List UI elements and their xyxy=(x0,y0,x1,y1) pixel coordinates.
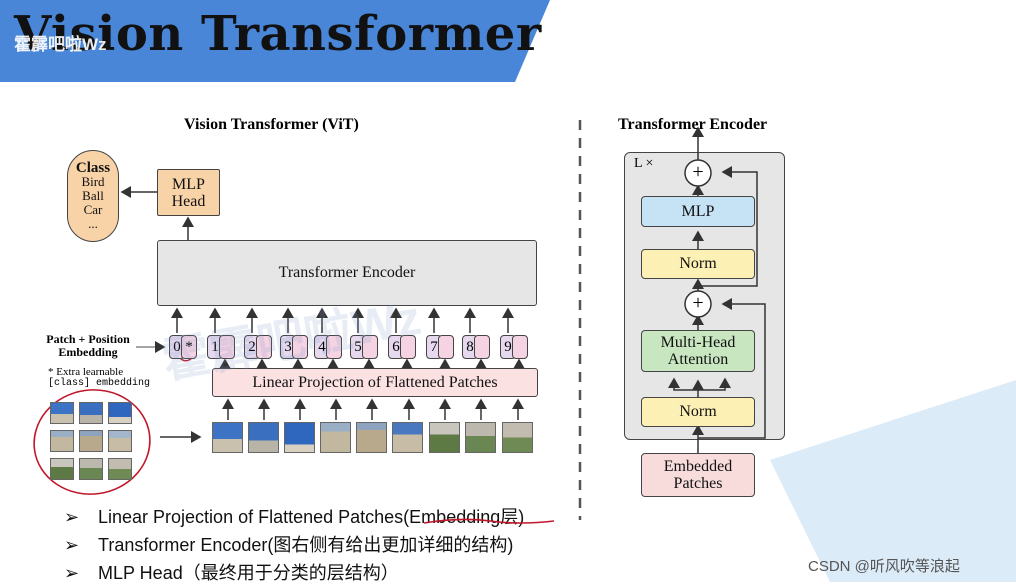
encoder-title: Transformer Encoder xyxy=(618,116,768,133)
image-patch xyxy=(356,422,387,453)
source-image xyxy=(50,402,134,480)
footer-credit: CSDN @听风吹等浪起 xyxy=(808,558,960,575)
add-symbol-top: + xyxy=(692,161,704,183)
bullet-item: ➢Transformer Encoder(图右侧有给出更加详细的结构) xyxy=(64,535,514,555)
class-item: ... xyxy=(88,216,98,231)
class-heading: Class xyxy=(75,160,111,176)
image-patch xyxy=(320,422,351,453)
patch-token xyxy=(256,335,272,359)
patch-token xyxy=(326,335,342,359)
watermark-logo: 霍霹吧啦Wz xyxy=(14,35,107,54)
extra-learnable-label: * Extra learnable xyxy=(48,366,124,378)
red-underline xyxy=(423,518,555,524)
bullet-item: ➢Linear Projection of Flattened Patches(… xyxy=(64,507,525,527)
patch-token xyxy=(292,335,308,359)
class-embedding-label: [class] embedding xyxy=(48,378,151,389)
embedded-patches-box: Embedded Patches xyxy=(641,453,755,497)
bullet-arrow-icon: ➢ xyxy=(64,507,80,527)
class-output-box: Class Bird Ball Car ... xyxy=(67,150,119,242)
class-item: Car xyxy=(83,202,103,217)
norm-top-box: Norm xyxy=(641,249,755,279)
image-patch xyxy=(429,422,460,453)
patch-position-label: Patch + Position Embedding xyxy=(46,332,130,359)
transformer-encoder-box: Transformer Encoder xyxy=(157,240,537,306)
bullet-arrow-icon: ➢ xyxy=(64,535,80,555)
multi-head-attention-box: Multi-Head Attention xyxy=(641,330,755,372)
class-item: Bird xyxy=(81,174,105,189)
divider xyxy=(578,120,582,520)
decorative-shape xyxy=(770,380,1016,582)
image-patch xyxy=(502,422,533,453)
bullet-item: ➢MLP Head（最终用于分类的层结构） xyxy=(64,563,399,583)
image-patch xyxy=(284,422,315,453)
image-patch xyxy=(465,422,496,453)
mlp-head-box: MLP Head xyxy=(157,169,220,216)
add-symbol-bottom: + xyxy=(692,292,704,314)
add-node-bottom xyxy=(684,290,712,318)
image-patch xyxy=(392,422,423,453)
encoder-connectors xyxy=(668,126,766,453)
patch-token xyxy=(474,335,490,359)
patch-token xyxy=(438,335,454,359)
vit-title: Vision Transformer (ViT) xyxy=(184,116,359,133)
slide-title: Vision Transformer xyxy=(14,6,542,62)
layer-count-label: L × xyxy=(634,156,654,171)
norm-bottom-box: Norm xyxy=(641,397,755,427)
title-banner xyxy=(0,0,550,82)
patch-token xyxy=(362,335,378,359)
bullet-arrow-icon: ➢ xyxy=(64,563,80,583)
patch-token xyxy=(219,335,235,359)
patch-token xyxy=(512,335,528,359)
add-node-top xyxy=(684,159,712,187)
image-patch xyxy=(248,422,279,453)
patch-token xyxy=(400,335,416,359)
vit-connectors xyxy=(33,186,525,495)
image-patch xyxy=(212,422,243,453)
mlp-box: MLP xyxy=(641,196,755,227)
linear-projection-box: Linear Projection of Flattened Patches xyxy=(212,368,538,397)
class-token: * xyxy=(181,335,197,359)
class-item: Ball xyxy=(82,188,104,203)
